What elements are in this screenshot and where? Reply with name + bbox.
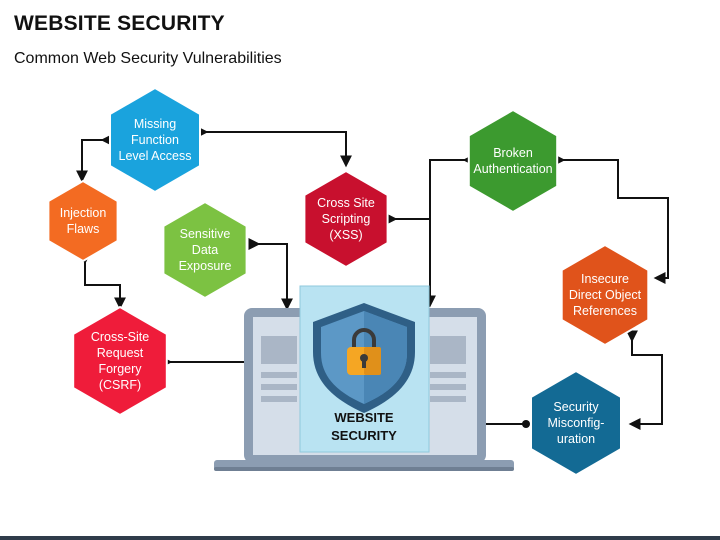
hex-label-line: Scripting	[322, 212, 371, 226]
connector-sensitive-to-laptop	[248, 238, 293, 311]
hex-label-line: Exposure	[179, 259, 232, 273]
hex-label-line: Injection	[60, 206, 107, 220]
hex-label-line: Misconfig-	[548, 416, 605, 430]
footer-bar	[0, 536, 720, 540]
hex-label-line: Missing	[134, 117, 176, 131]
hex-shape	[72, 305, 168, 417]
hex-label-line: Sensitive	[180, 227, 231, 241]
hex-shape	[47, 179, 119, 263]
hex-label-line: Data	[192, 243, 218, 257]
hex-shape	[530, 369, 622, 477]
hex-shape	[467, 108, 559, 214]
hex-label-line: (XSS)	[329, 228, 362, 242]
hex-label-line: Request	[97, 346, 144, 360]
hex-shape	[560, 243, 650, 347]
hex-label-line: (CSRF)	[99, 378, 141, 392]
connector-idor-to-misconfig	[626, 330, 663, 430]
connector-broken-to-idor	[553, 154, 669, 284]
hex-label-line: Security	[553, 400, 599, 414]
connector-broken-to-laptop	[424, 154, 475, 308]
hex-label-line: Insecure	[581, 272, 629, 286]
page-subtitle: Common Web Security Vulnerabilities	[14, 50, 282, 67]
hex-label-line: Level Access	[119, 149, 192, 163]
hex-label-line: Authentication	[473, 162, 552, 176]
hex-shape	[162, 200, 248, 300]
hex-label-line: References	[573, 304, 637, 318]
hex-shape	[109, 86, 201, 194]
connector-missing-to-xss	[196, 126, 352, 168]
center-label-line2: SECURITY	[331, 428, 397, 443]
connector-injection-to-csrf	[79, 252, 126, 310]
hex-label-line: Forgery	[98, 362, 142, 376]
hex-label-line: Cross Site	[317, 196, 375, 210]
hex-label-line: Function	[131, 133, 179, 147]
hex-shape	[303, 169, 389, 269]
hex-label-line: uration	[557, 432, 595, 446]
hex-label-line: Flaws	[67, 222, 100, 236]
center-label-line1: WEBSITE	[334, 410, 394, 425]
hex-label-line: Broken	[493, 146, 533, 160]
hex-label-line: Direct Object	[569, 288, 642, 302]
page-title: WEBSITE SECURITY	[14, 12, 225, 35]
lock-icon	[347, 328, 381, 375]
hex-label-line: Cross-Site	[91, 330, 149, 344]
connector-missing-to-injection	[76, 134, 113, 183]
connectors	[76, 126, 669, 430]
